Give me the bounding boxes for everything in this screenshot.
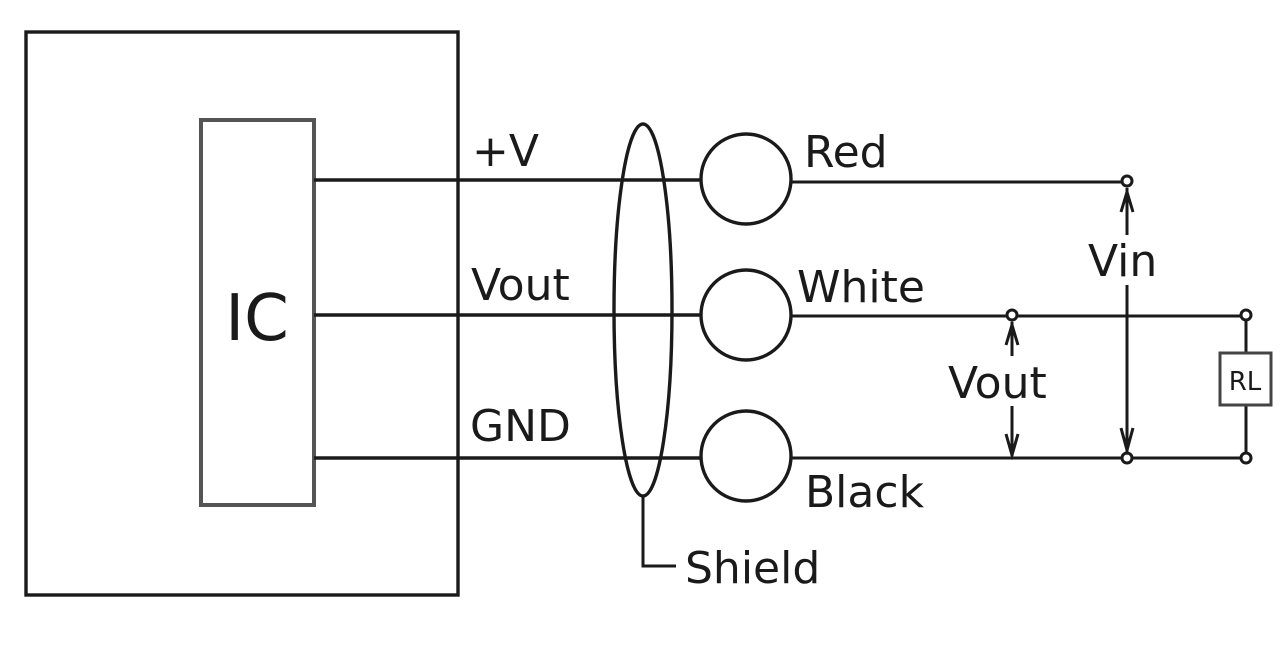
ic-label: IC [225,282,289,356]
vout-top-terminal [1005,308,1019,322]
rl-bottom-terminal [1239,451,1253,465]
white-connector [699,268,793,362]
black-connector [699,409,793,503]
white-wire-label: White [797,262,925,313]
plus-v-label: +V [472,126,539,177]
load-resistor-label: RL [1229,367,1262,397]
vout-arrow-head-up [1004,319,1020,346]
vout-label-bg [945,356,1067,406]
vin-arrow-head-down [1119,427,1135,456]
black-wire-label: Black [805,467,925,518]
vin-top-terminal [1120,174,1134,188]
red-wire-label: Red [804,127,888,178]
load-resistor [1218,351,1273,407]
gnd-label: GND [470,401,571,452]
shield-label: Shield [685,543,820,594]
vout-measure-label: Vout [948,358,1047,409]
rl-top-terminal [1239,308,1253,322]
red-connector [699,132,793,226]
vout-arrow-head-down [1004,433,1020,461]
vin-label: Vin [1088,236,1157,287]
shield-leader [641,496,676,568]
ic-block [199,118,316,507]
vin-label-bg [1084,235,1168,285]
vout-signal-label: Vout [471,260,570,311]
vin-arrow-head-up [1119,186,1135,213]
